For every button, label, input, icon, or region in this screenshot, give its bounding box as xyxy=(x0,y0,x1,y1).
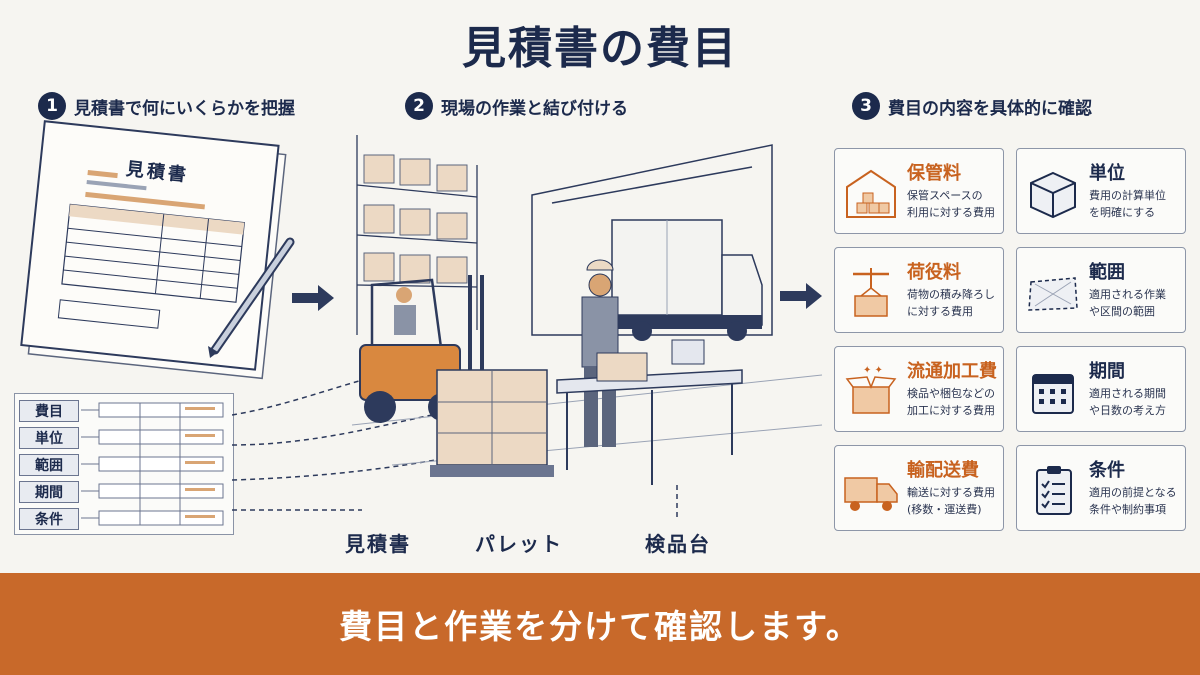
pallet-icon xyxy=(430,369,554,477)
inspection-table xyxy=(556,259,743,485)
card-desc: 輸送に対する費用(移数・運送費) xyxy=(907,486,995,516)
card-title: 期間 xyxy=(1089,361,1125,382)
truck-icon xyxy=(611,219,763,341)
pen-icon xyxy=(208,237,295,358)
step-number: 2 xyxy=(405,92,433,120)
card-storage-fee: 保管料 保管スペースの利用に対する費用 xyxy=(834,148,1004,234)
card-conditions: 条件 適用の前提となる条件や制約事項 xyxy=(1016,445,1186,531)
page-title: 見積書の費目 xyxy=(462,23,738,74)
card-title: 条件 xyxy=(1089,460,1125,481)
step-number: 3 xyxy=(852,92,880,120)
row-label: 単位 xyxy=(19,427,79,449)
card-title: 輸配送費 xyxy=(907,460,979,481)
scene-label-estimate: 見積書 xyxy=(345,532,411,556)
card-desc: 適用される期間や日数の考え方 xyxy=(1089,387,1166,417)
warehouse-scene xyxy=(232,135,823,520)
row-label: 条件 xyxy=(19,508,79,530)
scene-label-table: 検品台 xyxy=(645,532,711,556)
row-label: 費目 xyxy=(19,400,79,422)
step-label: 費目の内容を具体的に確認 xyxy=(888,98,1092,119)
card-title: 保管料 xyxy=(907,163,961,184)
area-icon xyxy=(1028,277,1078,311)
item-row-list: 費目 単位 範囲 期間 条件 xyxy=(14,393,234,535)
card-desc: 荷物の積み降ろしに対する費用 xyxy=(907,288,995,318)
card-processing-fee: ✦ ✦ 流通加工費 検品や梱包などの加工に対する費用 xyxy=(834,346,1004,432)
step-2: 2 現場の作業と結び付ける xyxy=(405,92,628,120)
row-label: 範囲 xyxy=(19,454,79,476)
estimate-document-illustration xyxy=(20,120,295,380)
card-desc: 適用の前提となる条件や制約事項 xyxy=(1089,486,1177,516)
crane-icon xyxy=(853,268,889,317)
shelving xyxy=(356,135,478,335)
arrow-icon xyxy=(292,285,334,311)
card-title: 流通加工費 xyxy=(907,361,997,382)
warehouse-icon xyxy=(846,169,896,218)
card-scope: 範囲 適用される作業や区間の範囲 xyxy=(1016,247,1186,333)
card-unit: 単位 費用の計算単位を明確にする xyxy=(1016,148,1186,234)
step-1: 1 見積書で何にいくらかを把握 xyxy=(38,92,295,120)
card-title: 範囲 xyxy=(1089,262,1125,283)
card-title: 単位 xyxy=(1089,163,1125,184)
svg-text:✦ ✦: ✦ ✦ xyxy=(863,365,883,376)
step-label: 見積書で何にいくらかを把握 xyxy=(74,98,295,119)
arrow-icon xyxy=(780,283,822,309)
truck-icon xyxy=(844,477,898,511)
step-label: 現場の作業と結び付ける xyxy=(441,98,628,119)
scene-label-pallet: パレット xyxy=(475,532,563,556)
row-lines xyxy=(81,402,224,526)
card-period: 期間 適用される期間や日数の考え方 xyxy=(1016,346,1186,432)
card-desc: 保管スペースの利用に対する費用 xyxy=(907,189,995,219)
card-desc: 適用される作業や区間の範囲 xyxy=(1089,288,1166,318)
card-desc: 費用の計算単位を明確にする xyxy=(1089,189,1166,219)
box-icon xyxy=(1030,171,1076,219)
card-handling-fee: 荷役料 荷物の積み降ろしに対する費用 xyxy=(834,247,1004,333)
loading-dock xyxy=(531,144,773,336)
card-transport-fee: 輸配送費 輸送に対する費用(移数・運送費) xyxy=(834,445,1004,531)
card-desc: 検品や梱包などの加工に対する費用 xyxy=(907,387,995,417)
open-box-icon: ✦ ✦ xyxy=(845,365,897,414)
step-number: 1 xyxy=(38,92,66,120)
checklist-icon xyxy=(1036,466,1072,515)
calendar-icon xyxy=(1032,374,1074,414)
row-label: 期間 xyxy=(19,481,79,503)
step-3: 3 費目の内容を具体的に確認 xyxy=(852,92,1092,120)
bottom-banner: 費目と作業を分けて確認します。 xyxy=(0,573,1200,675)
card-title: 荷役料 xyxy=(907,262,961,283)
